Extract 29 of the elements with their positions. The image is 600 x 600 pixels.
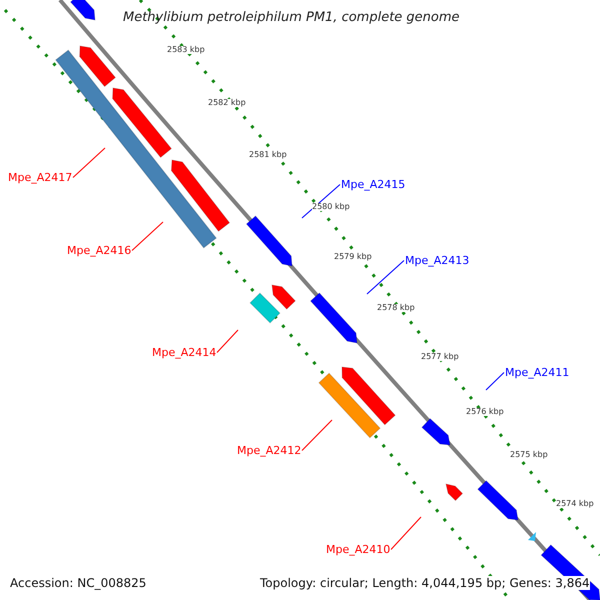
leader-line (366, 260, 404, 294)
gene-label: Mpe_A2416 (67, 245, 132, 256)
leader-line (302, 420, 332, 451)
gene-label: Mpe_A2417 (8, 172, 72, 183)
tick-label: 2579 kbp (334, 253, 372, 261)
leader-line (72, 148, 106, 178)
gene-label: Mpe_A2415 (341, 179, 406, 190)
leader-line (302, 184, 340, 218)
leader-line (132, 222, 164, 251)
tick-label: 2578 kbp (377, 304, 415, 312)
gene-label: Mpe_A2413 (405, 255, 470, 266)
gene-label: Mpe_A2410 (326, 544, 390, 555)
tick-label: 2583 kbp (167, 46, 205, 54)
gene-label: Mpe_A2412 (237, 445, 302, 456)
footer-text: Topology: circular; Length: 4,044,195 bp; Genes: 3,864 (260, 576, 590, 590)
leader-line (390, 516, 422, 550)
tick-label: 2580 kbp (312, 203, 350, 211)
tick-label: 2574 kbp (556, 500, 594, 508)
tick-label: 2576 kbp (466, 408, 504, 416)
leader-line (216, 330, 238, 353)
gene-label: Mpe_A2414 (152, 347, 216, 358)
footer-text: Accession: NC_008825 (10, 576, 146, 590)
diagram-title: Methylibium petroleiphilum PM1, complete genome (123, 11, 460, 24)
gene-label: Mpe_A2411 (505, 367, 570, 378)
tick-label: 2582 kbp (208, 99, 246, 107)
tick-label: 2575 kbp (510, 451, 548, 459)
leader-line (486, 372, 504, 390)
tick-label: 2577 kbp (421, 353, 459, 361)
tick-label: 2581 kbp (249, 151, 287, 159)
